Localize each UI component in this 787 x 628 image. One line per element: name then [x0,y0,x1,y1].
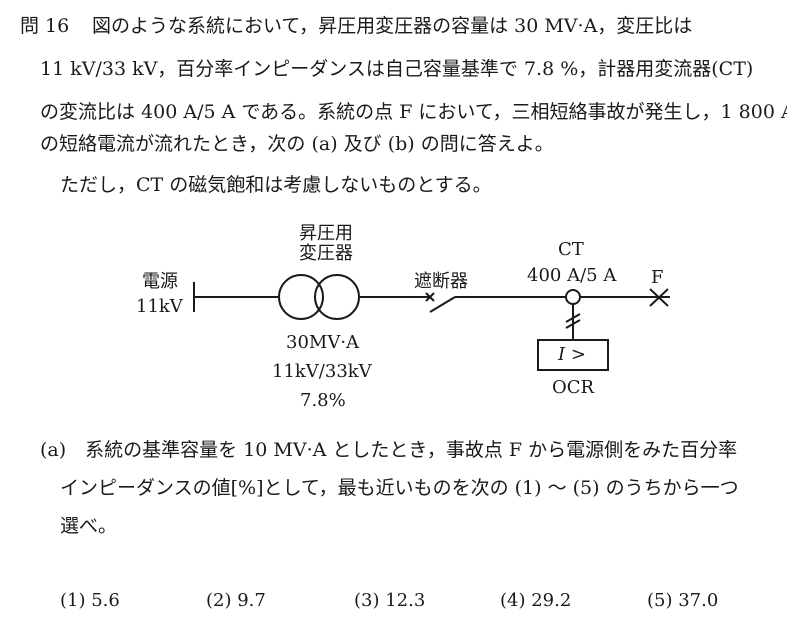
question-a-line-2: インピーダンスの値[%]として，最も近いものを次の (1) 〜 (5) のうちか… [60,477,739,499]
transformer-impedance: 7.8% [300,390,346,411]
question-a-line-3: 選べ。 [60,515,118,537]
fault-x-mark-2 [649,288,669,307]
question-a-line-1: (a) 系統の基準容量を 10 MV·A としたとき，事故点 F から電源側をみ… [40,439,738,461]
transformer-secondary-coil [314,274,360,320]
problem-label: 問 16 [20,15,70,37]
source-label: 電源 [142,271,178,292]
choice-2[interactable]: (2) 9.7 [206,590,266,611]
transformer-ratio: 11kV/33kV [272,361,372,382]
fault-label: F [651,267,664,288]
choice-3[interactable]: (3) 12.3 [354,590,426,611]
problem-line-2: 11 kV/33 kV，百分率インピーダンスは自己容量基準で 7.8 %，計器用… [40,58,754,80]
problem-line-4: の短絡電流が流れたとき，次の (a) 及び (b) の問に答えよ。 [40,133,554,155]
relay-box [537,339,609,371]
relay-label: OCR [552,377,595,398]
problem-line-5: ただし，CT の磁気飽和は考慮しないものとする。 [60,174,492,196]
problem-line-3: の変流比は 400 A/5 A である。系統の点 F において，三相短絡事故が発… [40,101,787,123]
relay-symbol: I > [558,344,586,365]
ct-label: CT [558,239,584,260]
choice-1[interactable]: (1) 5.6 [60,590,120,611]
source-voltage: 11kV [136,296,183,317]
problem-line-1: 図のような系統において，昇圧用変圧器の容量は 30 MV·A，変圧比は [92,15,693,37]
breaker-blade [429,296,456,313]
choice-4[interactable]: (4) 29.2 [500,590,572,611]
transformer-capacity: 30MV·A [286,332,360,353]
ct-ratio: 400 A/5 A [527,265,617,286]
transformer-primary-coil [278,274,324,320]
ct-lead-hatch-2 [565,319,581,329]
breaker-x-mark-2 [425,292,435,302]
transformer-label-2: 変圧器 [299,243,353,264]
choice-5[interactable]: (5) 37.0 [647,590,719,611]
ct-icon [565,289,581,305]
ct-lead-hatch-1 [565,313,581,323]
breaker-label: 遮断器 [414,271,468,292]
transformer-label-1: 昇圧用 [299,223,353,244]
